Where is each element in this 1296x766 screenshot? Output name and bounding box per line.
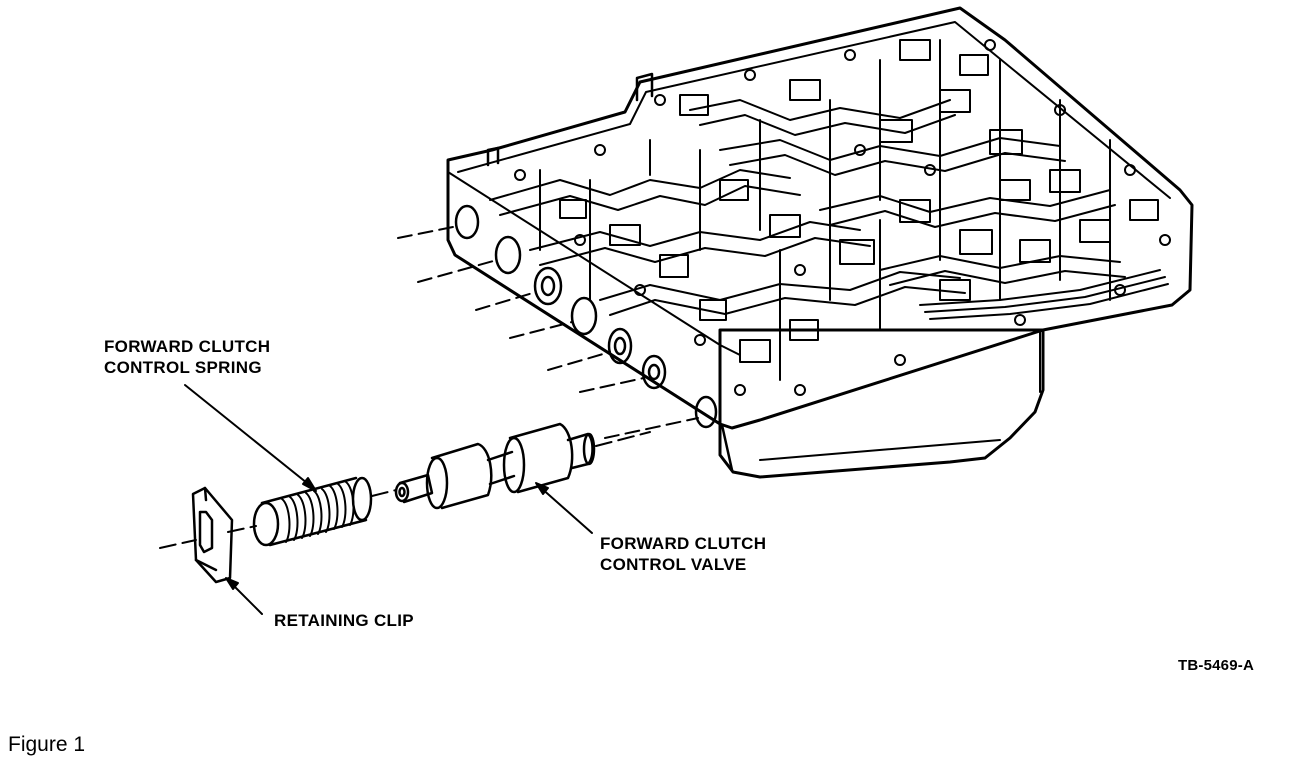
valve-body (397, 6, 1194, 479)
leader-clip-arrow (225, 577, 239, 590)
bore (641, 354, 667, 390)
bore (570, 296, 598, 336)
bore (607, 327, 633, 365)
label-retaining-clip: RETAINING CLIP (274, 610, 414, 631)
valve-pockets (559, 39, 1159, 363)
label-forward-clutch-control-valve: FORWARD CLUTCH CONTROL VALVE (600, 533, 766, 575)
label-line: FORWARD CLUTCH (104, 337, 271, 356)
retaining-clip (191, 486, 234, 584)
label-line: FORWARD CLUTCH (600, 534, 767, 553)
bore (533, 266, 563, 306)
bolt-holes (514, 39, 1171, 396)
component-axis-line (159, 431, 651, 549)
forward-clutch-control-spring (252, 476, 373, 547)
leader-spring-arrow (302, 477, 317, 492)
figure-caption: Figure 1 (8, 733, 86, 756)
leader-spring (184, 384, 313, 488)
bore (454, 204, 480, 240)
label-forward-clutch-control-spring: FORWARD CLUTCH CONTROL SPRING (104, 336, 270, 378)
bore (494, 235, 522, 275)
leader-valve-arrow (535, 482, 549, 495)
label-line: CONTROL SPRING (104, 358, 262, 377)
bore (694, 395, 718, 429)
forward-clutch-control-valve (394, 422, 596, 510)
leader-lines (184, 384, 593, 615)
label-line: RETAINING CLIP (274, 611, 414, 630)
drawing-code: TB-5469-A (1178, 657, 1254, 674)
leader-valve (539, 486, 593, 534)
valve-bores (454, 204, 718, 429)
valve-body-lower-block (718, 328, 1045, 479)
alignment-lines (397, 225, 699, 439)
label-line: CONTROL VALVE (600, 555, 747, 574)
